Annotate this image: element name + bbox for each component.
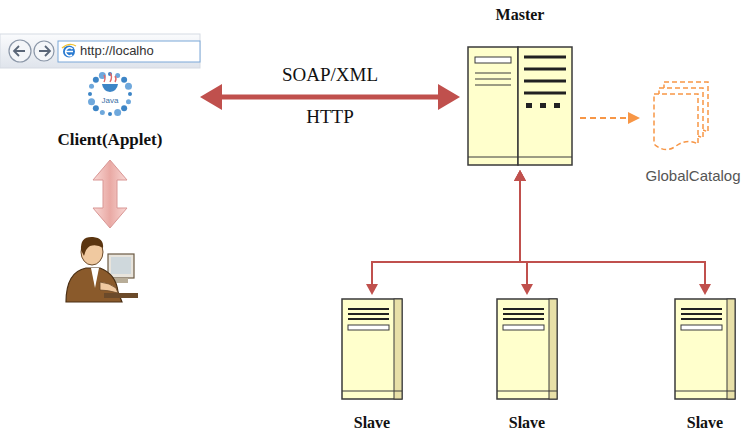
- node-icon: [460, 5, 580, 170]
- block-double-arrow: [93, 160, 127, 228]
- protocol-label: SOAP/XML: [282, 64, 378, 87]
- logo-text: Java: [102, 96, 119, 106]
- node-icon: [640, 80, 746, 160]
- node-icon: [670, 295, 740, 405]
- server-icon: [468, 47, 572, 165]
- node-icon: [20, 70, 200, 120]
- node-icon: [492, 295, 562, 405]
- node-label: Client(Applet): [58, 130, 163, 150]
- client-node: Client(Applet): [20, 70, 200, 150]
- node-label: Slave: [354, 413, 390, 432]
- java-logo: [88, 72, 132, 116]
- document-stack: [654, 82, 708, 150]
- node-label: Master: [496, 5, 545, 24]
- user-figure: [66, 237, 138, 302]
- connector: [520, 181, 527, 284]
- browser-bar: [0, 34, 200, 68]
- server-icon: [497, 299, 557, 399]
- node-label: GlobalCatalog: [645, 167, 740, 185]
- connector: [520, 181, 705, 284]
- protocol-label: HTTP: [306, 106, 354, 129]
- server-node: Slave: [337, 295, 407, 432]
- connector: [580, 117, 628, 119]
- node-label: Slave: [687, 413, 723, 432]
- server-node: Master: [460, 5, 580, 170]
- connector: [372, 181, 520, 284]
- node-label: Slave: [509, 413, 545, 432]
- catalog-node: GlobalCatalog: [640, 80, 746, 185]
- url-text: http://localho: [80, 43, 154, 59]
- server-node: Slave: [670, 295, 740, 432]
- server-icon: [342, 299, 402, 399]
- connector: [222, 95, 438, 100]
- server-icon: [675, 299, 735, 399]
- server-node: Slave: [492, 295, 562, 432]
- node-icon: [337, 295, 407, 405]
